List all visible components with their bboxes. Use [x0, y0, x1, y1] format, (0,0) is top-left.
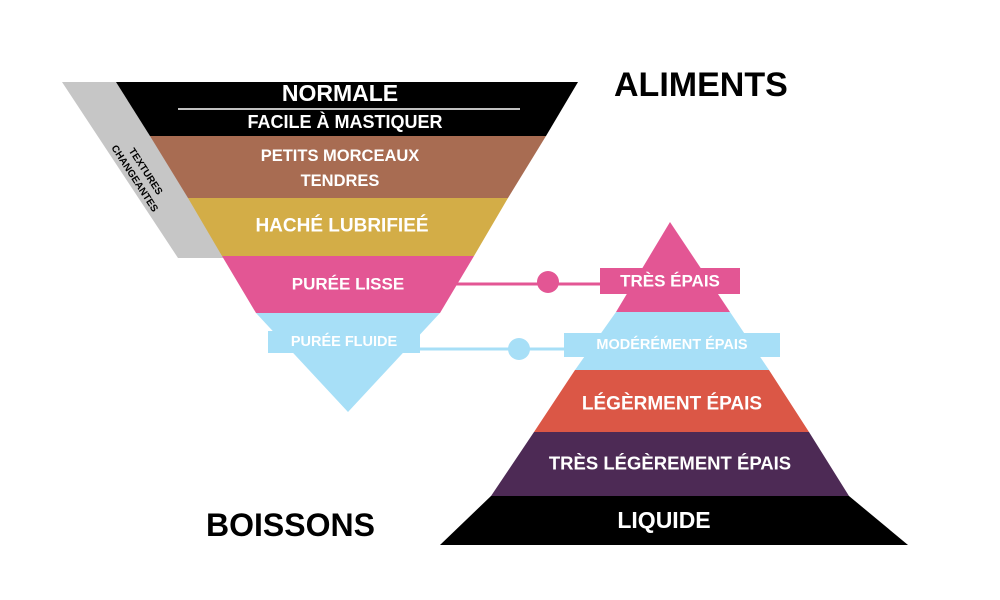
textures-changeantes-band: [62, 82, 235, 258]
level-petits-morceaux-label-2: TENDRES: [301, 172, 380, 190]
level-normale-label: NORMALE: [282, 80, 398, 106]
foods-level-hache-lubrifie: [188, 198, 508, 256]
drinks-pyramid: TRÈS ÉPAIS MODÉRÉMENT ÉPAIS LÉGÈRMENT ÉP…: [440, 222, 908, 545]
level-tres-legerement-epais-label: TRÈS LÉGÈREMENT ÉPAIS: [549, 453, 791, 474]
level-petits-morceaux-label-1: PETITS MORCEAUX: [261, 147, 420, 165]
foods-pyramid: NORMALE FACILE À MASTIQUER PETITS MORCEA…: [116, 80, 578, 412]
connector-tres-epais: [438, 271, 600, 293]
level-moderement-epais-label: MODÉRÉMENT ÉPAIS: [596, 336, 748, 353]
foods-level-petits-morceaux: [150, 136, 546, 198]
drinks-level-liquide: [440, 496, 908, 545]
boissons-title: BOISSONS: [206, 507, 375, 543]
level-facile-label: FACILE À MASTIQUER: [247, 111, 442, 132]
connector-moderement-epais: [418, 338, 566, 360]
puree-fluide-label-box: [268, 331, 420, 353]
level-puree-fluide-label: PURÉE FLUIDE: [291, 333, 398, 350]
drinks-level-legerement-epais: [534, 370, 809, 432]
level-legerement-epais-label: LÉGÈRMENT ÉPAIS: [582, 393, 762, 415]
aliments-title: ALIMENTS: [614, 66, 788, 104]
drinks-level-tres-legerement-epais: [491, 432, 849, 496]
level-hache-label: HACHÉ LUBRIFIEÉ: [255, 215, 428, 237]
drinks-level-tres-epais: [616, 222, 730, 312]
level-tres-epais-label: TRÈS ÉPAIS: [620, 272, 720, 291]
level-liquide-label: LIQUIDE: [617, 507, 710, 533]
foods-level-puree-fluide: [256, 313, 440, 412]
level-puree-lisse-label: PURÉE LISSE: [292, 275, 404, 294]
moderement-epais-label-box: [564, 333, 780, 357]
tres-epais-label-box: [600, 268, 740, 294]
foods-level-puree-lisse: [222, 256, 474, 313]
